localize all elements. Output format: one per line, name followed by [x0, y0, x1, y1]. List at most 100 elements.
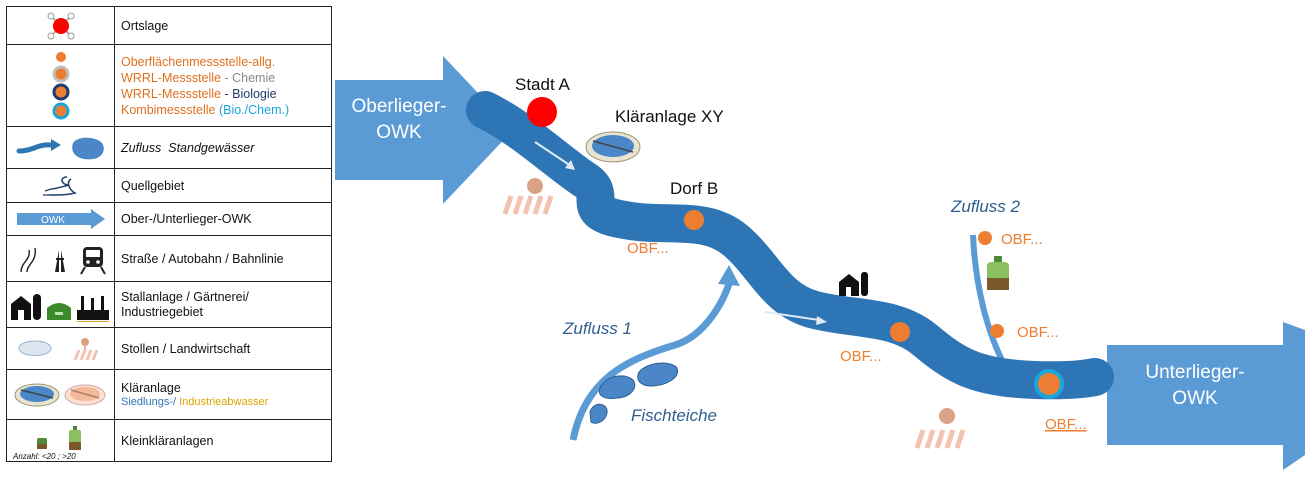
landwirtschaft-icon [73, 337, 98, 361]
obf-label-4: OBF... [1017, 324, 1059, 341]
main-river [466, 91, 1114, 400]
legend-icon-cell [6, 44, 115, 127]
unterlieger-label-2: OWK [1172, 388, 1218, 409]
legend-label-stollen: Stollen / Landwirtschaft [114, 327, 332, 370]
zufluss-standgewaesser-icons [16, 137, 104, 159]
messstelle-2 [890, 322, 910, 342]
label-klaeranlage: Kläranlage [121, 380, 181, 395]
label-wrrl-biologie: - Biologie [221, 86, 277, 101]
zufluss2-label: Zufluss 2 [950, 197, 1021, 216]
stollen-icon [18, 340, 51, 356]
zufluss1-stream [569, 279, 734, 441]
kleinklaeranlage-icons [36, 425, 81, 450]
obf-label-1: OBF... [627, 240, 669, 257]
legend-row-klaeranlage: Kläranlage Siedlungs-/ Industrieabwasser [6, 369, 332, 420]
zufluss1-arrowhead [718, 265, 740, 286]
label-industrieabwasser: Industrieabwasser [176, 395, 269, 408]
road-icon [19, 247, 36, 272]
klaeranlage-icons [14, 383, 105, 406]
greenhouse-icon [46, 302, 71, 320]
label-siedlungsabwasser: Siedlungs-/ [121, 395, 177, 408]
messstelle-3 [978, 231, 992, 245]
legend-icon-cell [6, 168, 115, 203]
legend-label-zufluss: Zufluss Standgewässer [114, 126, 332, 169]
dorf-b-label: Dorf B [670, 179, 718, 198]
obf-label-2: OBF... [840, 348, 882, 365]
kleinklaeranlage-small-icon [36, 437, 47, 449]
stadt-a-marker [527, 97, 557, 127]
legend-icon-cell [6, 235, 115, 282]
label-anzahl: Anzahl: <20 ; >20 [13, 452, 76, 461]
legend-icon-cell: Anzahl: <20 ; >20 [6, 419, 115, 462]
ortslage-icon [47, 12, 74, 39]
unterlieger-label-1: Unterlieger- [1145, 362, 1244, 383]
owk-arrow-icon: OWK [16, 209, 105, 229]
legend-icon-cell [6, 126, 115, 169]
legend-icon-cell: OWK [6, 202, 115, 236]
label-kombi-biochem: (Bio./Chem.) [215, 102, 290, 117]
label-wrrl-a: WRRL-Messstelle [121, 70, 222, 85]
messstellen-icons [52, 51, 69, 119]
zufluss2-stream [970, 234, 1010, 372]
barn-icon [10, 293, 41, 320]
messstelle-1 [684, 210, 704, 230]
obf-label-3: OBF... [1001, 231, 1043, 248]
oberlieger-label-2: OWK [376, 122, 422, 143]
legend-row-strasse: Straße / Autobahn / Bahnlinie [6, 235, 332, 282]
factory-icon [76, 295, 109, 322]
label-kombi: Kombimessstelle [121, 102, 216, 117]
label-standgewaesser: Standgewässer [168, 140, 255, 155]
label-obf-allg: Oberflächenmessstelle-allg. [121, 54, 276, 69]
legend-label-stall: Stallanlage / Gärtnerei/ Industriegebiet [114, 281, 332, 328]
legend-icon-cell [6, 281, 115, 328]
zufluss1-label: Zufluss 1 [562, 319, 632, 338]
legend-row-messstellen: Oberflächenmessstelle-allg. WRRL-Messste… [6, 44, 332, 127]
klaeranlage-xy-label: Kläranlage XY [615, 107, 724, 126]
legend-label-klaeranlage: Kläranlage Siedlungs-/ Industrieabwasser [114, 369, 332, 420]
highway-icon [54, 249, 65, 272]
legend-row-zufluss: Zufluss Standgewässer [6, 126, 332, 169]
kleinklaeranlage-large-icon [68, 425, 81, 450]
legend-label-owk: Ober-/Unterlieger-OWK [114, 202, 332, 236]
fischteiche-label: Fischteiche [631, 406, 717, 425]
fischteiche-ponds [589, 362, 679, 424]
flow-arrow-2 [764, 311, 827, 325]
legend-label-messstellen: Oberflächenmessstelle-allg. WRRL-Messste… [114, 44, 332, 127]
river-map: Oberlieger- OWK Unterlieger- OWK Stadt A [335, 56, 1305, 470]
legend-icon-cell [6, 6, 115, 45]
train-icon [79, 246, 106, 274]
owk-badge-text: OWK [41, 215, 65, 226]
klaeranlage-xy-icon [585, 131, 641, 163]
kleinklaeranlage-icon-map [987, 256, 1009, 290]
legend-label-kleinklaeranlagen: Kleinkläranlagen [114, 419, 332, 462]
legend-row-ortslage: Ortslage [6, 6, 332, 45]
legend-icon-cell [6, 327, 115, 370]
quellgebiet-icon [42, 175, 77, 196]
unterlieger-owk-arrow: Unterlieger- OWK [1107, 322, 1305, 470]
barn-icon-map [839, 272, 868, 296]
oberlieger-label-1: Oberlieger- [351, 96, 446, 117]
messstelle-4 [990, 324, 1004, 338]
label-wrrl-b: WRRL-Messstelle [121, 86, 222, 101]
legend-row-kleinklaeranlagen: Anzahl: <20 ; >20 Kleinkläranlagen [6, 419, 332, 462]
kombimessstelle [1034, 369, 1064, 399]
legend-row-stollen: Stollen / Landwirtschaft [6, 327, 332, 370]
legend-row-quellgebiet: Quellgebiet [6, 168, 332, 203]
stadt-a-label: Stadt A [515, 75, 570, 94]
obf-label-5: OBF... [1045, 416, 1087, 433]
oberlieger-owk-arrow: Oberlieger- OWK [335, 56, 513, 204]
label-wrrl-chemie: - Chemie [221, 70, 276, 85]
klaeranlage-industrie-icon [64, 384, 105, 405]
landwirtschaft-icon-upper [502, 178, 554, 215]
legend-row-owk: OWK Ober-/Unterlieger-OWK [6, 202, 332, 236]
verkehr-icons [19, 246, 106, 274]
stollen-landwirtschaft-icons [18, 337, 98, 361]
legend-label-quellgebiet: Quellgebiet [114, 168, 332, 203]
klaeranlage-siedlung-icon [14, 383, 59, 406]
flow-arrow-1 [534, 141, 575, 170]
landwirtschaft-icon-lower [914, 408, 966, 449]
legend-icon-cell [6, 369, 115, 420]
legend-table: Ortslage Oberflächenmessstelle-allg. WRR… [6, 6, 332, 462]
stall-gaertnerei-industrie-icons [10, 293, 109, 322]
legend-row-stall: Stallanlage / Gärtnerei/ Industriegebiet [6, 281, 332, 328]
